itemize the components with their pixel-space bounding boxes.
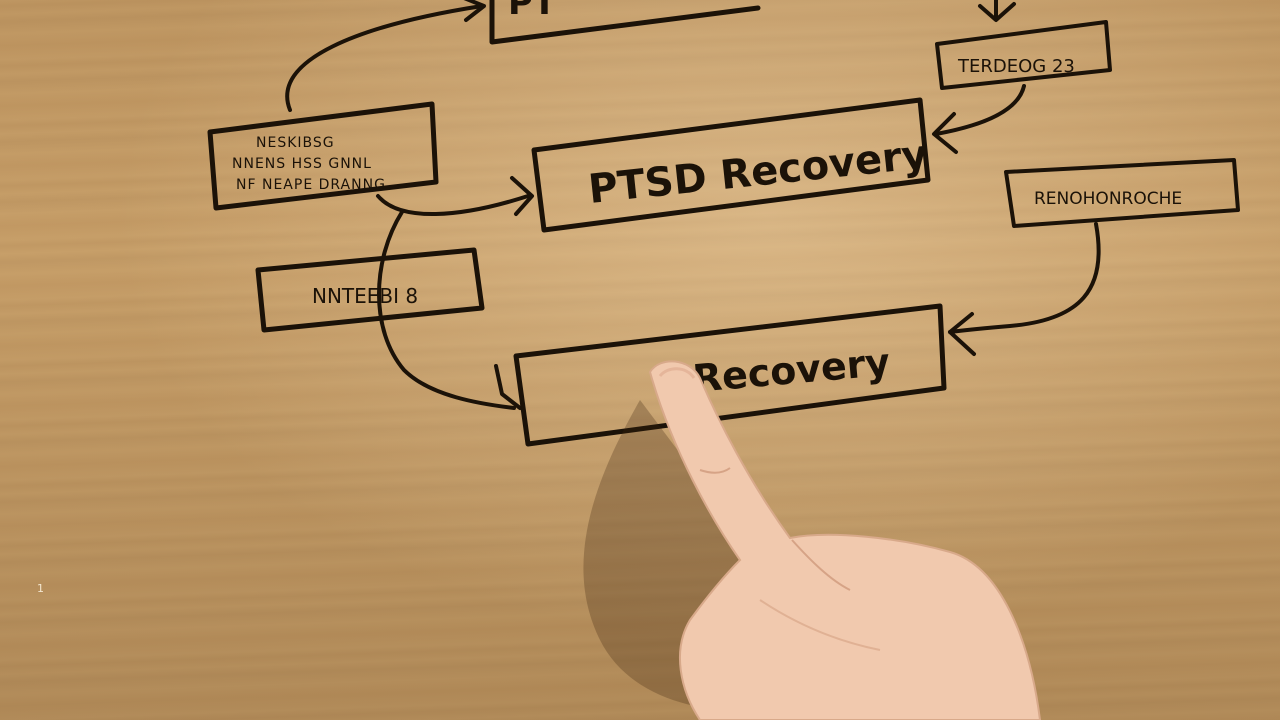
- box-right-middle-label: RENOHONROCHE: [1034, 189, 1182, 209]
- box-top-center: PT: [489, 0, 761, 45]
- box-recovery-label: Recovery: [691, 340, 892, 401]
- pointing-hand: [648, 360, 1042, 720]
- connector-top-arrow: [978, 0, 1016, 22]
- connector-notes-to-recovery: [377, 210, 522, 410]
- connector-notes-to-ptsd: [376, 176, 534, 217]
- box-ptsd-recovery: PTSD Recovery: [531, 97, 931, 233]
- connector-top-right-to-ptsd: [932, 84, 1026, 154]
- connector-right-middle-to-recovery: [948, 222, 1101, 356]
- corner-mark: 1: [37, 582, 44, 595]
- box-top-right-label: TERDEOG 23: [957, 56, 1075, 77]
- box-top-center-label: PT: [508, 0, 557, 23]
- box-left-notes: NESKIBSG NNENS HSS GNNL NF NEAPE DRANNG: [207, 101, 439, 211]
- box-recovery: Recovery: [513, 303, 947, 447]
- box-left-lower-label: NNTEEBI 8: [312, 284, 418, 308]
- box-right-middle: RENOHONROCHE: [1004, 158, 1240, 228]
- box-left-lower: NNTEEBI 8: [255, 247, 485, 333]
- box-top-right: TERDEOG 23: [935, 20, 1112, 90]
- box-left-notes-line-3: NF NEAPE DRANNG: [236, 177, 386, 193]
- box-left-notes-line-2: NNENS HSS GNNL: [232, 156, 372, 172]
- connector-notes-to-top: [285, 0, 486, 112]
- box-left-notes-line-1: NESKIBSG: [256, 135, 335, 151]
